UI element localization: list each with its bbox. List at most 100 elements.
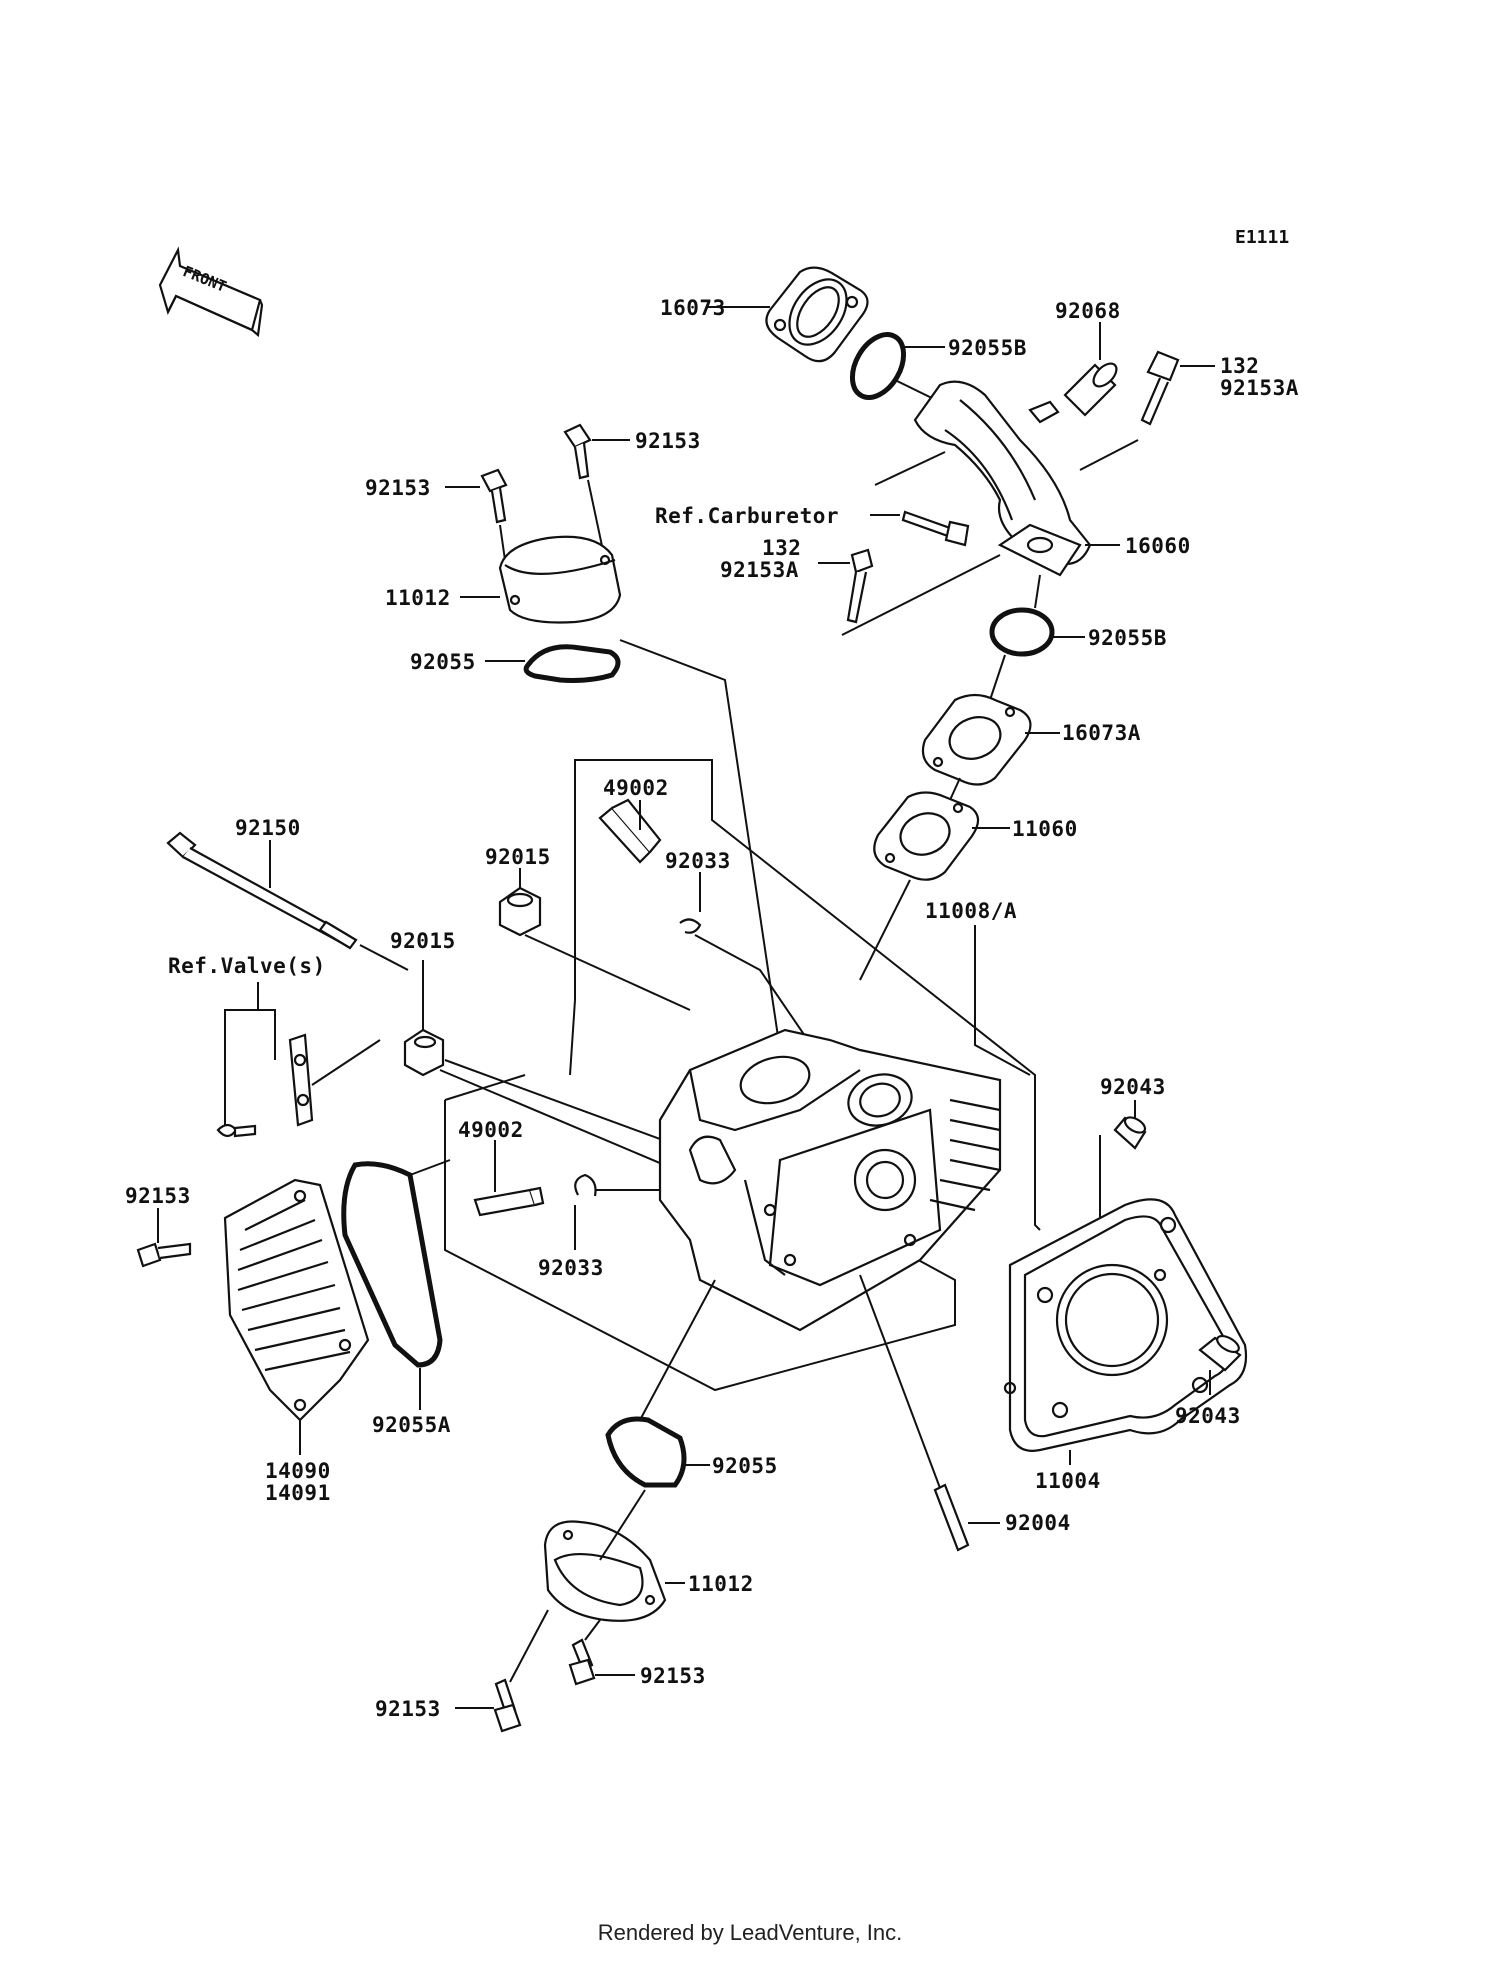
label-14091: 14091 — [265, 1481, 331, 1505]
part-92055-o-ring-top — [523, 644, 621, 683]
part-11012-cap-bottom — [543, 1520, 667, 1622]
part-92055a-gasket — [341, 1161, 443, 1368]
label-92153-a: 92153 — [635, 429, 701, 453]
part-92004-stud — [933, 1483, 970, 1552]
label-16073: 16073 — [660, 296, 726, 320]
leader-line — [1034, 574, 1041, 609]
label-92153a-top: 92153A — [1220, 376, 1299, 400]
part-valve-plate — [288, 1033, 314, 1127]
leader-line — [359, 944, 409, 971]
leader-line — [639, 1279, 716, 1421]
label-92153-bot-right: 92153 — [640, 1664, 706, 1688]
label-49002-top: 49002 — [603, 776, 669, 800]
label-ref-carburetor: Ref.Carburetor — [655, 504, 839, 528]
leader-line — [859, 1274, 941, 1489]
label-92033-top: 92033 — [665, 849, 731, 873]
part-49002-valve-guide-top — [598, 798, 662, 864]
part-11012-cap-top — [498, 535, 622, 624]
label-92043-bot: 92043 — [1175, 1404, 1241, 1428]
label-92055b-top: 92055B — [948, 336, 1027, 360]
label-92055-top: 92055 — [410, 650, 476, 674]
label-92055b-mid: 92055B — [1088, 626, 1167, 650]
part-92153-bolt-bottom-right — [568, 1638, 596, 1686]
part-11004-head-gasket — [1003, 1198, 1248, 1452]
label-92153-left: 92153 — [125, 1184, 191, 1208]
leader-line — [949, 777, 961, 801]
part-92055b-o-ring-mid — [989, 607, 1055, 657]
leader-line — [509, 1609, 549, 1683]
part-11060-gasket — [873, 791, 980, 881]
part-92153-bolt-b — [480, 468, 508, 524]
part-92153-bolt-left — [136, 1242, 192, 1268]
label-92055-bot: 92055 — [712, 1454, 778, 1478]
label-92004: 92004 — [1005, 1511, 1071, 1535]
diagram-code: E1111 — [1235, 227, 1289, 248]
label-92150: 92150 — [235, 816, 301, 840]
leader-line — [619, 639, 781, 1051]
leader-line — [439, 1069, 701, 1181]
label-92043-top: 92043 — [1100, 1075, 1166, 1099]
label-92055a: 92055A — [372, 1413, 451, 1437]
leader-line — [444, 1059, 691, 1151]
bracket-line — [569, 999, 576, 1076]
label-92153-bot-left: 92153 — [375, 1697, 441, 1721]
front-arrow-icon: FRONT — [158, 246, 264, 338]
part-92153a-bolt-top — [1140, 350, 1180, 426]
label-11060: 11060 — [1012, 817, 1078, 841]
part-92153-bolt-a — [563, 423, 592, 480]
label-ref-valves: Ref.Valve(s) — [168, 954, 326, 978]
leader-line — [841, 554, 1001, 636]
part-16073-gasket — [765, 266, 869, 363]
part-92033-clip-top — [679, 918, 702, 934]
label-92068: 92068 — [1055, 299, 1121, 323]
label-11004: 11004 — [1035, 1469, 1101, 1493]
label-16060: 16060 — [1125, 534, 1191, 558]
label-92153-b: 92153 — [365, 476, 431, 500]
part-92043-dowel-bottom — [1198, 1334, 1242, 1372]
part-92043-dowel-top — [1113, 1116, 1147, 1150]
part-14090-valve-cover — [223, 1178, 370, 1422]
label-92015-b: 92015 — [390, 929, 456, 953]
leader-line — [409, 1159, 451, 1176]
leader-line — [524, 934, 691, 1011]
part-carburetor-bolt — [901, 510, 970, 547]
footer-credit: Rendered by LeadVenture, Inc. — [597, 1920, 903, 1945]
label-11008a: 11008/A — [925, 899, 1017, 923]
part-92153-bolt-bottom-left — [493, 1678, 522, 1733]
bracket-line — [444, 1100, 956, 1392]
part-92055-o-ring-bot — [605, 1416, 687, 1488]
label-92033-mid: 92033 — [538, 1256, 604, 1280]
part-92015-nut-a — [498, 886, 542, 937]
leader-line — [599, 1489, 646, 1561]
part-49002-valve-guide-mid — [473, 1186, 545, 1217]
label-132-mid: 132 — [762, 536, 801, 560]
leader-line — [258, 1009, 276, 1060]
leader-line — [584, 1619, 601, 1641]
part-valve-screw — [216, 1123, 257, 1138]
part-92153a-bolt-mid — [846, 548, 874, 624]
label-14090: 14090 — [265, 1459, 331, 1483]
part-11008-cylinder-head — [658, 1028, 1002, 1332]
leader-line — [989, 654, 1006, 701]
leader-line — [499, 524, 506, 561]
label-92153a-mid: 92153A — [720, 558, 799, 582]
leader-line — [859, 879, 911, 981]
bracket-line — [974, 1005, 1031, 1076]
label-16073a: 16073A — [1062, 721, 1141, 745]
label-11012-top: 11012 — [385, 586, 451, 610]
leader-line — [874, 451, 946, 486]
label-92015-a: 92015 — [485, 845, 551, 869]
bracket-line — [444, 1074, 526, 1101]
leader-line — [224, 982, 259, 1125]
label-132-top: 132 — [1220, 354, 1259, 378]
label-49002-mid: 49002 — [458, 1118, 524, 1142]
part-16073a-gasket — [921, 693, 1032, 786]
part-92150-long-stud — [166, 831, 358, 950]
part-92055b-o-ring — [849, 332, 907, 400]
part-92068-dowel — [1063, 362, 1118, 417]
bracket-line — [574, 759, 1041, 1231]
part-92033-clip-mid — [574, 1173, 597, 1197]
part-92015-nut-b — [403, 1028, 445, 1077]
leader-line — [311, 1039, 381, 1086]
